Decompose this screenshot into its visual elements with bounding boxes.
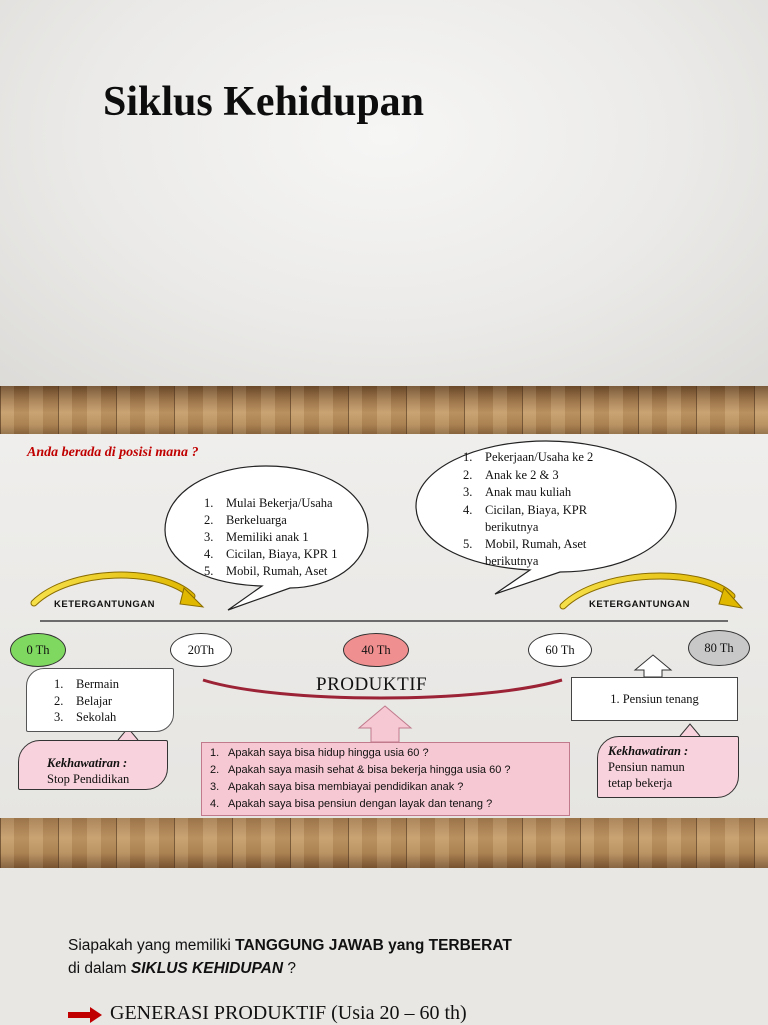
- responsibility-question: Siapakah yang memiliki TANGGUNG JAWAB ya…: [68, 937, 512, 977]
- age-20-label: 20Th: [187, 643, 215, 657]
- bubble-20-list: 1.Mulai Bekerja/Usaha 2.Berkeluarga 3.Me…: [204, 495, 364, 580]
- worry-box-left: Kekhawatiran : Stop Pendidikan: [18, 740, 168, 790]
- age-60-pill: 60 Th: [528, 633, 592, 667]
- age-40-label: 40 Th: [361, 643, 391, 657]
- list-item: 4.Apakah saya bisa pensiun dengan layak …: [210, 798, 493, 810]
- bubble-40-list: 1.Pekerjaan/Usaha ke 2 2.Anak ke 2 & 3 3…: [463, 449, 615, 570]
- list-item: 2.Berkeluarga: [204, 513, 287, 527]
- childhood-box: 1.Bermain 2.Belajar 3.Sekolah: [26, 668, 174, 732]
- list-item: 4.Cicilan, Biaya, KPR berikutnya: [463, 502, 588, 534]
- list-item: 4.Cicilan, Biaya, KPR 1: [204, 547, 338, 561]
- list-item: 1.Pekerjaan/Usaha ke 2: [463, 450, 594, 464]
- age-40-pill: 40 Th: [343, 633, 409, 667]
- age-0-label: 0 Th: [26, 643, 50, 657]
- list-item: 1.Bermain: [54, 677, 120, 691]
- list-item: 2.Belajar: [54, 693, 113, 708]
- title-slide: Siklus Kehidupan: [0, 0, 768, 386]
- slide-title: Siklus Kehidupan: [103, 79, 425, 125]
- worry-left-text: Stop Pendidikan: [47, 772, 130, 786]
- right-arrow-icon: [68, 1007, 102, 1023]
- retirement-label: 1. Pensiun tenang: [610, 691, 699, 706]
- list-item: 1.Mulai Bekerja/Usaha: [204, 496, 333, 510]
- age-0-pill: 0 Th: [10, 633, 66, 667]
- wood-floor-top: [0, 386, 768, 434]
- worry-right-text-2: tetap bekerja: [608, 776, 673, 790]
- dependency-label-left: KETERGANTUNGAN: [54, 599, 155, 610]
- list-item: 1.Apakah saya bisa hidup hingga usia 60 …: [210, 747, 429, 759]
- list-item: 3.Apakah saya bisa membiayai pendidikan …: [210, 781, 464, 793]
- age-80-label: 80 Th: [704, 641, 734, 655]
- questions-box: 1.Apakah saya bisa hidup hingga usia 60 …: [201, 742, 570, 816]
- worry-right-text-1: Pensiun namun: [608, 760, 685, 774]
- generation-line: GENERASI PRODUKTIF (Usia 20 – 60 th): [110, 1002, 467, 1025]
- generation-text: GENERASI PRODUKTIF (Usia 20 – 60 th): [110, 1002, 467, 1024]
- list-item: 5.Mobil, Rumah, Aset berikutnya: [463, 536, 587, 568]
- retirement-box: 1. Pensiun tenang: [571, 677, 738, 721]
- age-60-label: 60 Th: [545, 643, 575, 657]
- position-question: Anda berada di posisi mana ?: [27, 445, 199, 460]
- worry-right-title: Kekhawatiran :: [608, 744, 689, 758]
- list-item: 3.Sekolah: [54, 710, 117, 724]
- questions-list: 1.Apakah saya bisa hidup hingga usia 60 …: [202, 743, 569, 813]
- worry-box-right: Kekhawatiran : Pensiun namun tetap beker…: [597, 736, 739, 798]
- list-item: 5.Mobil, Rumah, Aset: [204, 564, 328, 578]
- age-20-pill: 20Th: [170, 633, 232, 667]
- age-80-pill: 80 Th: [688, 630, 750, 666]
- dependency-label-right: KETERGANTUNGAN: [589, 599, 690, 610]
- list-item: 2.Anak ke 2 & 3: [463, 467, 559, 482]
- childhood-list: 1.Bermain 2.Belajar 3.Sekolah: [54, 676, 119, 726]
- list-item: 2.Apakah saya masih sehat & bisa bekerja…: [210, 764, 511, 776]
- list-item: 3.Memiliki anak 1: [204, 530, 309, 544]
- worry-left-title: Kekhawatiran :: [47, 756, 128, 770]
- produktif-label: PRODUKTIF: [316, 674, 428, 695]
- list-item: 3.Anak mau kuliah: [463, 485, 572, 499]
- wood-floor-bottom: [0, 818, 768, 868]
